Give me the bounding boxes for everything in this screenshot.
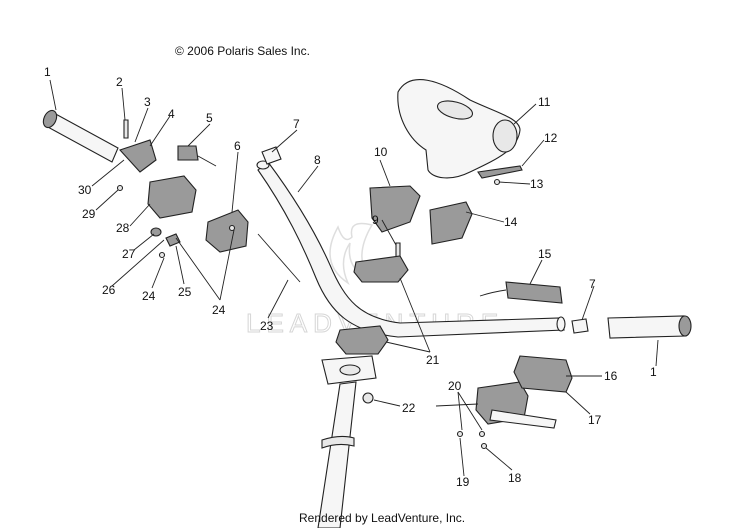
- callout-7-left: 7: [293, 117, 300, 131]
- screw-26-part: [158, 251, 166, 259]
- callout-12: 12: [544, 131, 558, 145]
- callout-26: 26: [102, 283, 116, 297]
- callout-1-right: 1: [650, 365, 657, 379]
- callout-24-a: 24: [212, 303, 226, 317]
- callout-14: 14: [504, 215, 518, 229]
- cover-part-14: [429, 201, 473, 245]
- copyright-text: © 2006 Polaris Sales Inc.: [175, 44, 310, 58]
- callout-21: 21: [426, 353, 440, 367]
- callout-24-b: 24: [142, 289, 156, 303]
- callout-15: 15: [538, 247, 552, 261]
- switch-housing-part: [513, 355, 573, 393]
- handlebar-part: [256, 160, 566, 338]
- callout-3: 3: [144, 95, 151, 109]
- callout-4: 4: [168, 107, 175, 121]
- callout-27: 27: [122, 247, 136, 261]
- callout-8: 8: [314, 153, 321, 167]
- screw-13-part: [493, 178, 501, 186]
- guard-bracket-part: [477, 165, 523, 179]
- callout-9: 9: [372, 213, 379, 227]
- right-grip-part: [607, 315, 692, 339]
- bar-end-cap-right: [571, 318, 589, 334]
- bracket-4-part: [119, 139, 157, 173]
- callout-labels: 1 2 3 4 5 6 7 8 9 10 11 12 13 14 15 16 1…: [44, 65, 657, 489]
- callout-5: 5: [206, 111, 213, 125]
- screw-20-part: [478, 430, 486, 438]
- screw-2-part: [123, 119, 129, 139]
- callout-28: 28: [116, 221, 130, 235]
- throttle-block-part: [435, 381, 557, 429]
- grip-heater-part: [479, 281, 563, 304]
- callout-13: 13: [530, 177, 544, 191]
- callout-17: 17: [588, 413, 602, 427]
- switch-5-part: [177, 145, 217, 167]
- callout-11: 11: [538, 95, 551, 109]
- cable-23-part: [257, 233, 301, 283]
- callout-10: 10: [374, 145, 388, 159]
- leader-lines: [49, 79, 659, 477]
- callout-19: 19: [456, 475, 470, 489]
- left-switch-module-part: [147, 175, 197, 219]
- callout-22: 22: [402, 401, 416, 415]
- screw-18-part: [480, 442, 488, 450]
- left-grip-part: [42, 109, 119, 163]
- part-25: [165, 233, 181, 247]
- callout-23: 23: [260, 319, 274, 333]
- callout-6: 6: [234, 139, 241, 153]
- screw-29-part: [116, 184, 124, 192]
- hand-guard-part: [397, 79, 521, 179]
- callout-7-right: 7: [589, 277, 596, 291]
- upper-clamp-part: [353, 255, 409, 283]
- callout-2: 2: [116, 75, 123, 89]
- bar-end-cap-left: [261, 146, 282, 165]
- callout-30: 30: [78, 183, 92, 197]
- nut-22-part: [362, 392, 374, 404]
- screw-24-part: [228, 224, 236, 232]
- screw-19a-part: [456, 430, 464, 438]
- callout-20: 20: [448, 379, 462, 393]
- callout-25: 25: [178, 285, 192, 299]
- lower-clamp-part: [335, 325, 389, 355]
- footer-text: Rendered by LeadVenture, Inc.: [299, 511, 465, 525]
- left-control-housing-part: [205, 209, 249, 253]
- callout-18: 18: [508, 471, 522, 485]
- callout-29: 29: [82, 207, 96, 221]
- callout-16: 16: [604, 369, 618, 383]
- callout-1-left: 1: [44, 65, 51, 79]
- steering-post-part: [317, 355, 377, 528]
